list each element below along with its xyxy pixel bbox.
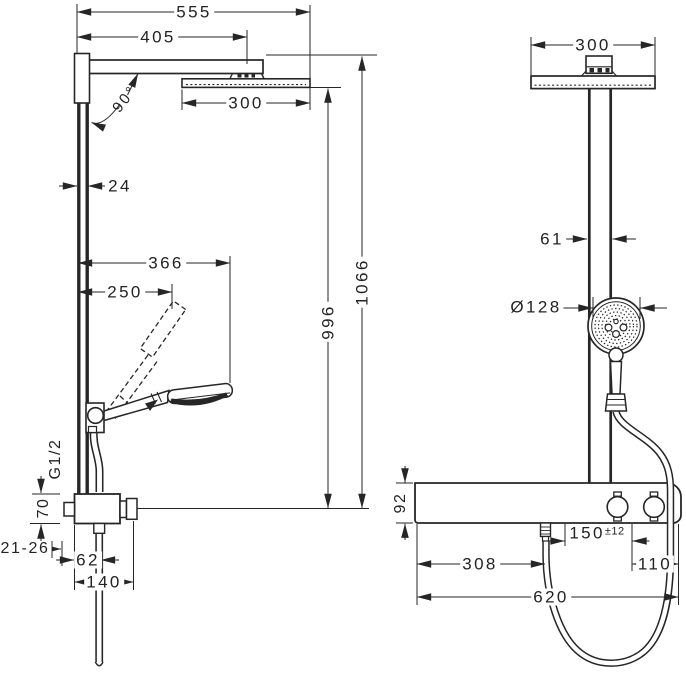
dim-total-height-label: 1066 (352, 256, 372, 308)
thermostat-knob (606, 495, 629, 519)
dim-total-width-label: 555 (174, 2, 214, 22)
dim-wall-distance-label: 21-26 (0, 540, 52, 557)
dim-bar-width-label: 61 (538, 229, 566, 249)
dim-valve-height-label: 70 (35, 495, 52, 521)
valve-knob (642, 495, 666, 519)
dim-outlet-spacing-label: 110 (635, 554, 675, 574)
dim-hose-connection-offset-label: 308 (460, 554, 500, 574)
dim-supply-spacing-label: 150±12 (567, 523, 627, 543)
handshower-face (587, 297, 645, 355)
side-view-artwork (63, 52, 311, 667)
thread-size-label: G1/2 (47, 438, 64, 480)
dim-body-height-label: 92 (392, 490, 409, 516)
dim-overhead-width-label: 300 (226, 93, 266, 113)
dim-overhead-width-front-label: 300 (573, 35, 613, 55)
dim-arm-projection-label: 405 (138, 27, 178, 47)
dim-handshower-reach-label: 366 (146, 253, 186, 273)
dim-handshower-upper-reach-label: 250 (105, 282, 145, 302)
dim-valve-width-label: 140 (84, 572, 124, 592)
dim-height-to-overhead-label: 996 (318, 302, 338, 342)
dim-body-width-label: 620 (531, 587, 571, 607)
dim-bar-depth-label: 24 (108, 176, 132, 196)
front-view-artwork (414, 55, 682, 667)
dim-supply-spacing-value: 150 (569, 523, 605, 543)
dim-handshower-diameter-label: Ø128 (508, 297, 564, 317)
dim-hose-offset-label: 62 (74, 550, 102, 570)
dim-supply-spacing-tolerance: ±12 (604, 525, 625, 538)
